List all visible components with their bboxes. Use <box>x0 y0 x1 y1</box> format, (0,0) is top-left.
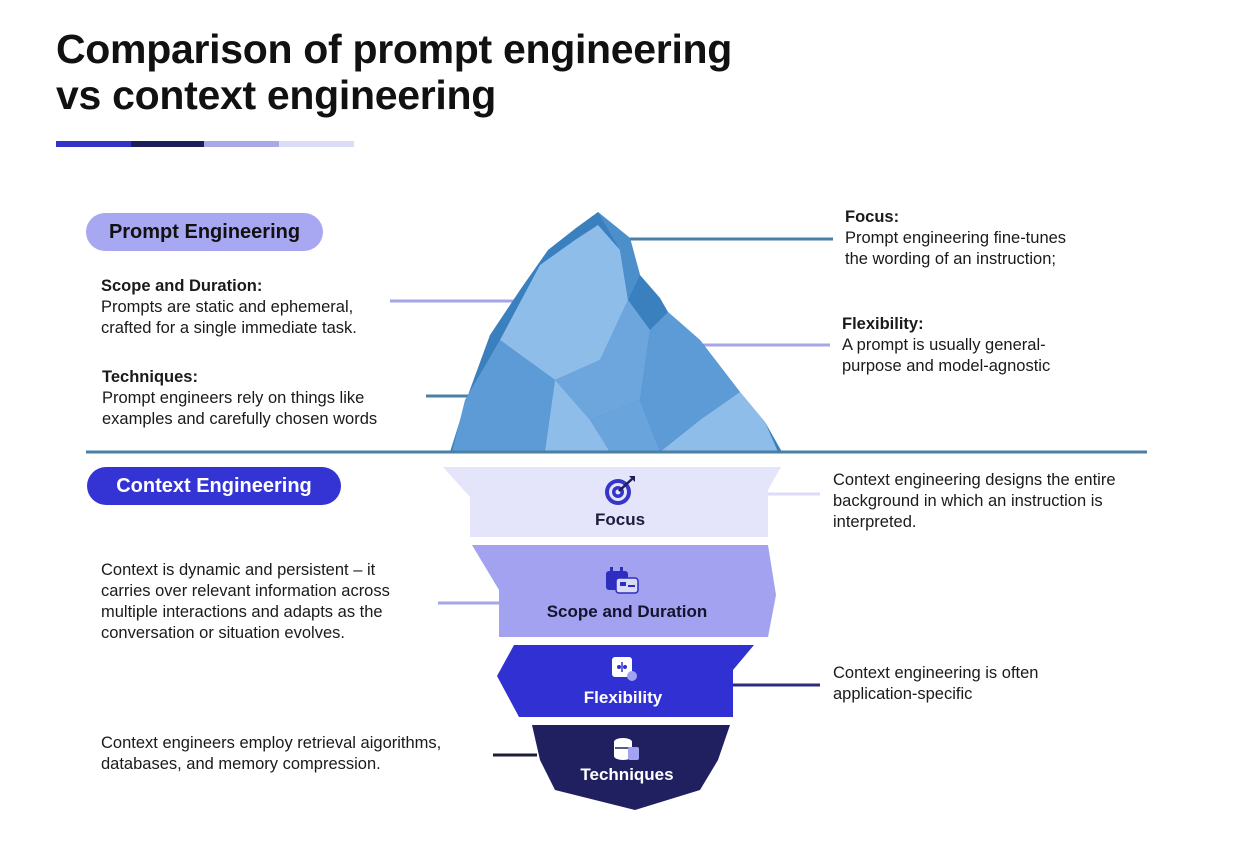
pe-flexibility-note: Flexibility: A prompt is usually general… <box>842 314 1050 377</box>
ce-techniques-note: Context engineers employ retrieval aigor… <box>101 733 441 775</box>
layer-techniques-shape <box>532 725 730 810</box>
calendar-icon <box>606 567 639 594</box>
pe-scope-note: Scope and Duration: Prompts are static a… <box>101 276 357 339</box>
title-line-2: vs context engineering <box>56 72 496 118</box>
ce-scope-line-4: conversation or situation evolves. <box>101 624 345 642</box>
ce-techniques-line-1: Context engineers employ retrieval aigor… <box>101 734 442 752</box>
prompt-engineering-label: Prompt Engineering <box>86 213 323 251</box>
ce-scope-line-3: multiple interactions and adapts as the <box>101 603 383 621</box>
pe-scope-line-2: crafted for a single immediate task. <box>101 319 357 337</box>
ce-scope-note: Context is dynamic and persistent – it c… <box>101 560 390 644</box>
ce-flexibility-note: Context engineering is often application… <box>833 663 1038 705</box>
ce-techniques-line-2: databases, and memory compression. <box>101 755 381 773</box>
pe-flexibility-heading: Flexibility: <box>842 315 924 333</box>
context-engineering-label: Context Engineering <box>87 467 341 505</box>
flexibility-icon <box>612 657 637 681</box>
pe-flexibility-line-2: purpose and model-agnostic <box>842 357 1051 375</box>
ce-flexibility-line-2: application-specific <box>833 685 973 703</box>
pe-techniques-line-1: Prompt engineers rely on things like <box>102 389 365 407</box>
pe-techniques-note: Techniques: Prompt engineers rely on thi… <box>102 367 377 430</box>
pe-scope-heading: Scope and Duration: <box>101 277 263 295</box>
ce-scope-line-2: carries over relevant information across <box>101 582 390 600</box>
database-icon <box>614 738 639 760</box>
iceberg-tip <box>450 212 782 452</box>
title-line-1: Comparison of prompt engineering <box>56 26 733 72</box>
pe-scope-line-1: Prompts are static and ephemeral, <box>101 298 354 316</box>
accent-bar-3 <box>204 141 279 147</box>
target-icon <box>605 476 635 505</box>
layer-focus-label: Focus <box>594 510 646 529</box>
pe-focus-line-2: the wording of an instruction; <box>845 250 1056 268</box>
pe-focus-line-1: Prompt engineering fine-tunes <box>845 229 1067 247</box>
layer-techniques-label: Techniques <box>580 765 674 784</box>
ce-focus-line-3: interpreted. <box>833 513 917 531</box>
layer-flexibility-shape <box>497 645 754 717</box>
ce-focus-line-1: Context engineering designs the entire <box>833 471 1116 489</box>
ce-scope-line-1: Context is dynamic and persistent – it <box>101 561 376 579</box>
pe-techniques-line-2: examples and carefully chosen words <box>102 410 378 428</box>
page-title: Comparison of prompt engineering vs cont… <box>56 26 732 118</box>
ce-focus-line-2: background in which an instruction is <box>833 492 1103 510</box>
accent-bar-1 <box>56 141 131 147</box>
pe-focus-note: Focus: Prompt engineering fine-tunes the… <box>845 207 1066 270</box>
accent-bar-2 <box>131 141 204 147</box>
pe-techniques-heading: Techniques: <box>102 368 198 386</box>
ce-focus-note: Context engineering designs the entire b… <box>833 470 1116 533</box>
pe-flexibility-line-1: A prompt is usually general- <box>842 336 1046 354</box>
pe-focus-heading: Focus: <box>845 208 900 226</box>
ce-flexibility-line-1: Context engineering is often <box>833 664 1039 682</box>
layer-scope-label: Scope and Duration <box>546 602 708 621</box>
layer-flexibility-label: Flexibility <box>583 688 663 707</box>
accent-bar-4 <box>279 141 354 147</box>
